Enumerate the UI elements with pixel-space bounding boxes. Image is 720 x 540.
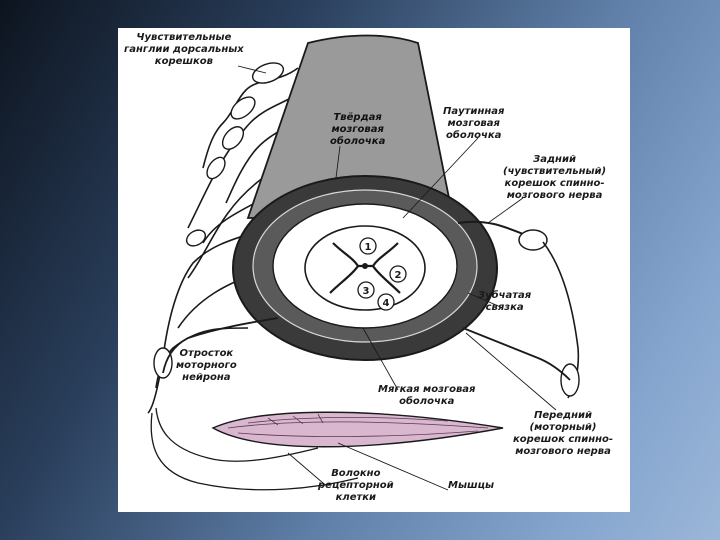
label-dentate-ligament: Зубчатая связка [478,290,531,314]
diagram-panel: 1 2 3 4 Чувствительные ганглии дорсальны… [118,28,630,512]
label-ventral-root: Передний (моторный) корешок спинно- мозг… [513,410,613,458]
label-dorsal-root: Задний (чувствительный) корешок спинно- … [503,154,606,202]
label-dura-mater: Твёрдая мозговая оболочка [330,112,385,148]
label-arachnoid: Паутинная мозговая оболочка [443,106,504,142]
marker-2: 2 [395,270,402,281]
marker-4: 4 [383,298,390,309]
label-pia-mater: Мягкая мозговая оболочка [378,384,475,408]
label-motor-process: Отросток моторного нейрона [176,348,237,384]
label-sensory-ganglia: Чувствительные ганглии дорсальных корешк… [124,32,244,68]
ventral-root-nerve [463,328,570,380]
label-muscles: Мышцы [448,480,494,492]
marker-1: 1 [365,242,372,253]
dorsal-ganglion [519,230,547,250]
label-receptor-fiber: Волокно рецепторной клетки [318,468,394,504]
marker-3: 3 [363,286,370,297]
